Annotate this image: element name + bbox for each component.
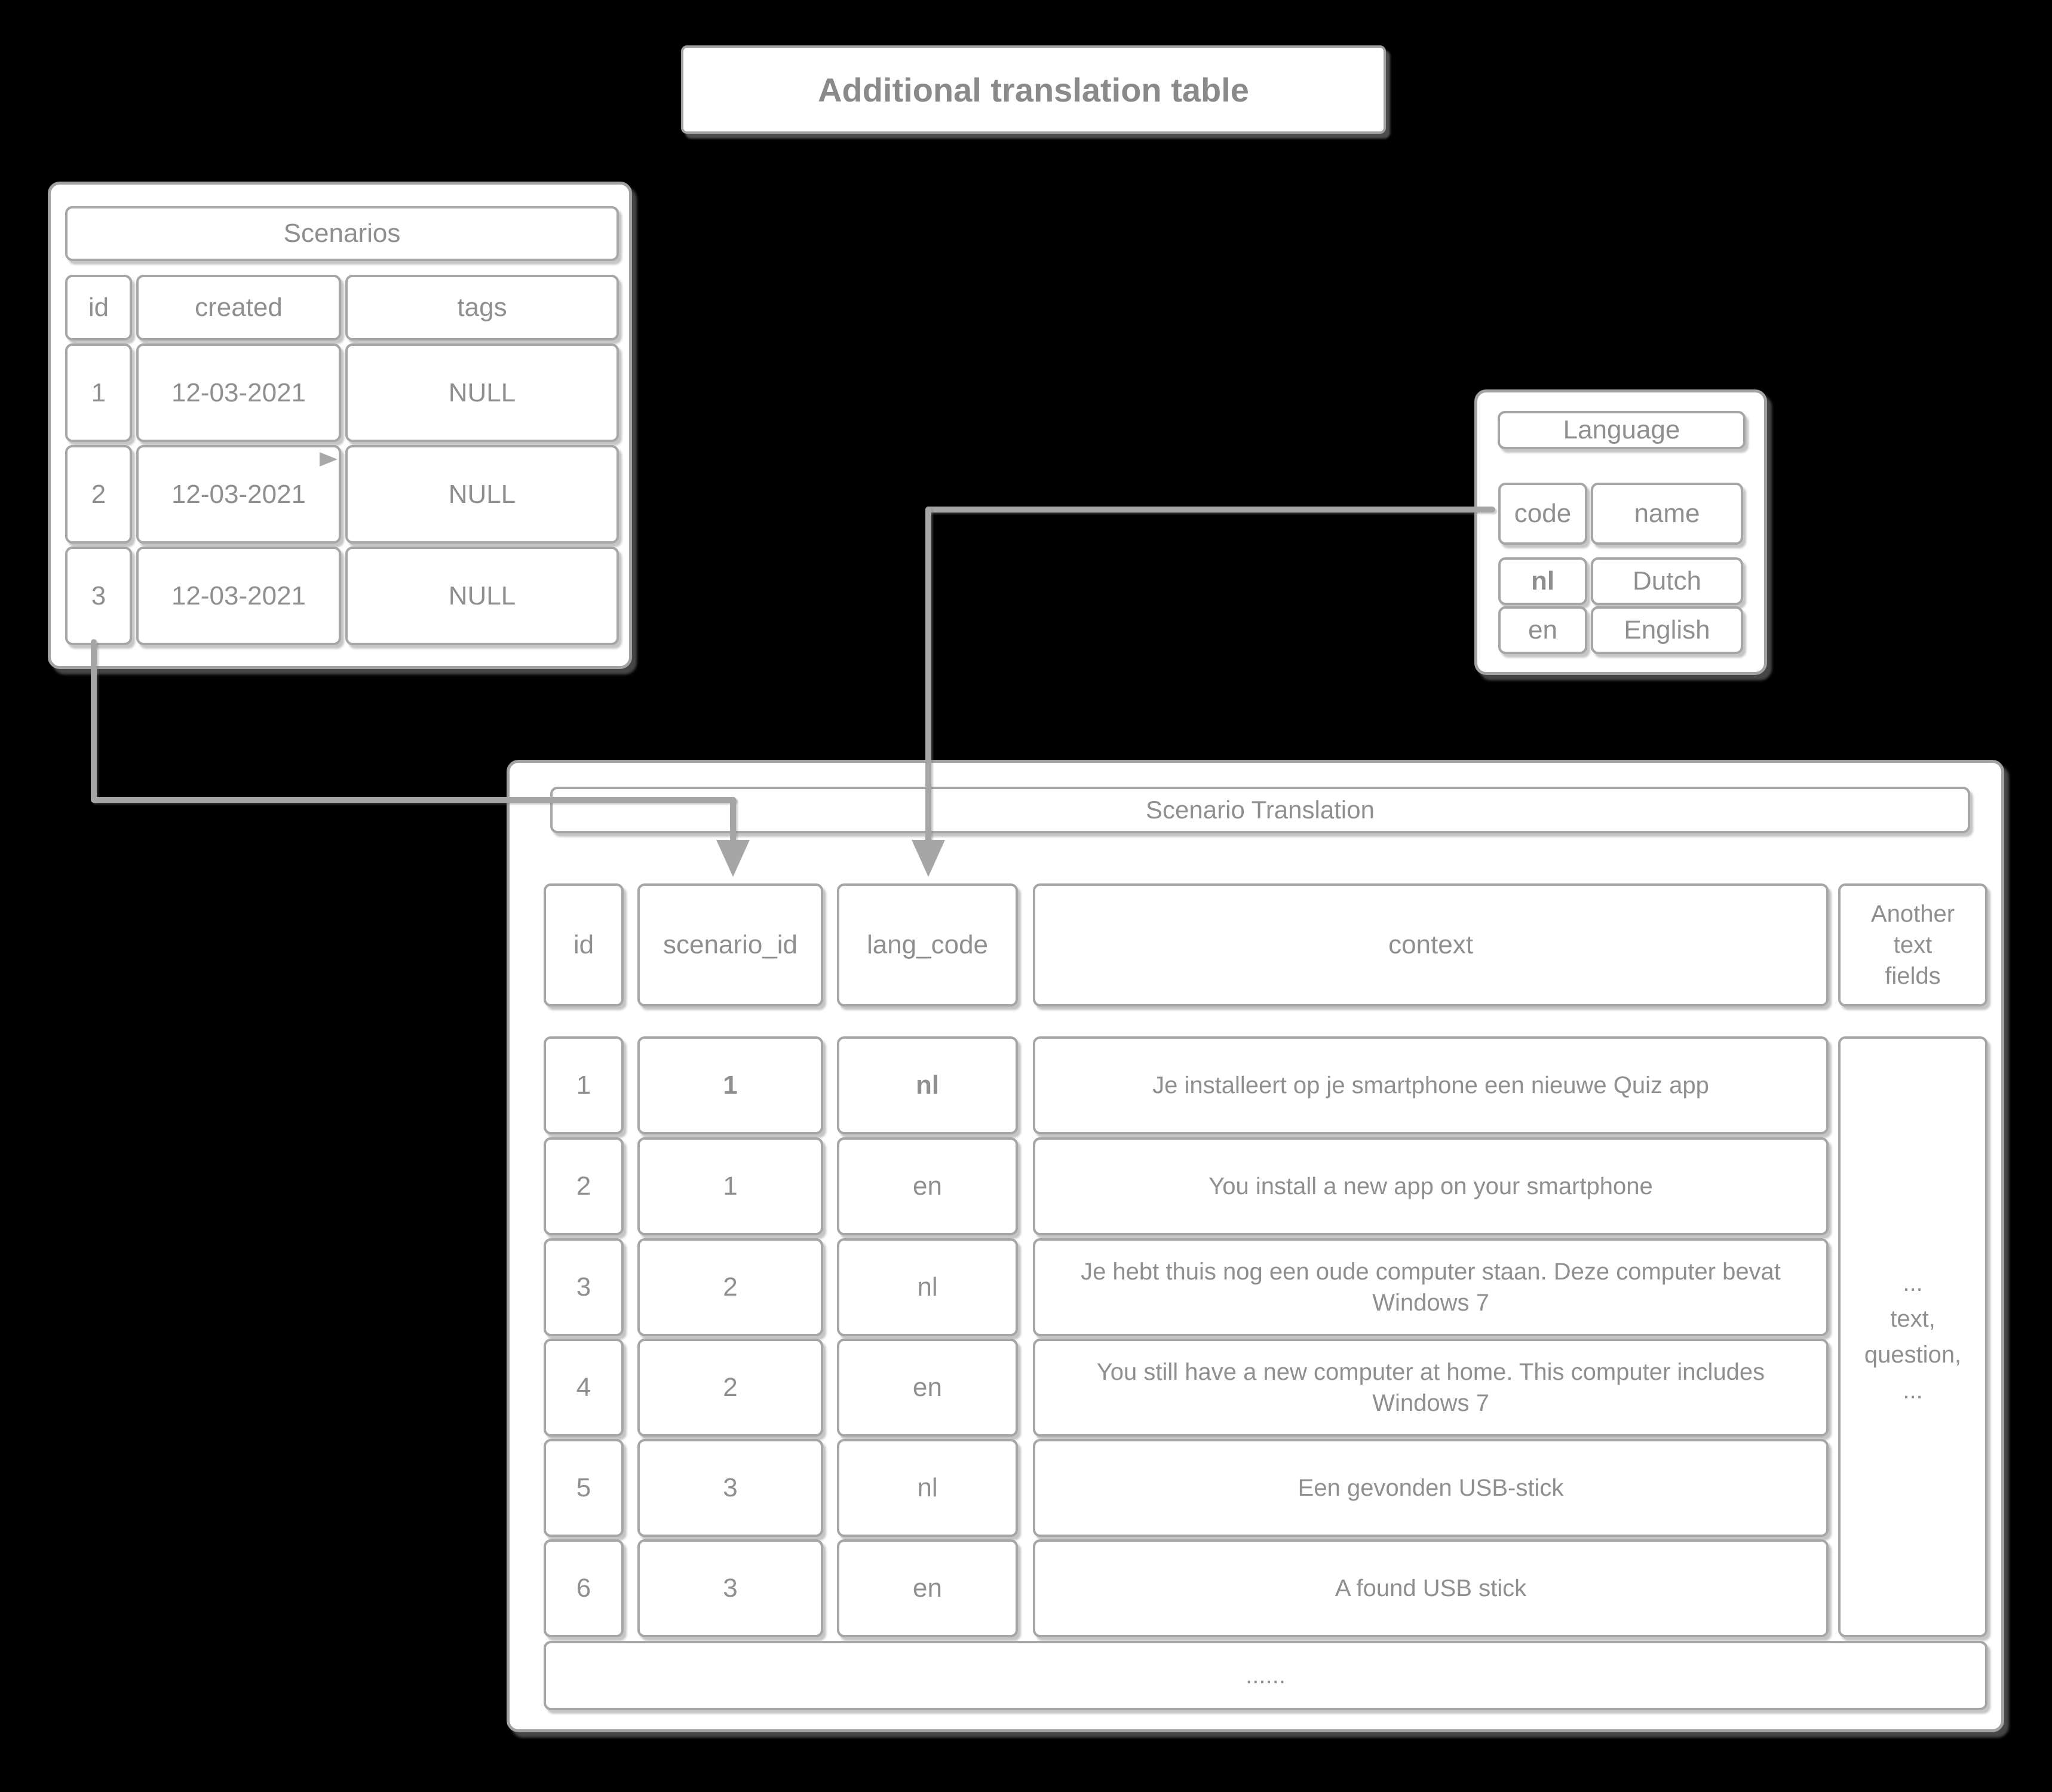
diagram-title-banner: Additional translation table (681, 45, 1386, 134)
cursor-triangle-icon (320, 452, 338, 467)
connector-scenarios-to-scenario-id-segment-horizontal (91, 797, 736, 803)
translation-cell-scenario-id-3: 2 (637, 1238, 823, 1336)
translation-cell-context-1: Je installeert op je smartphone een nieu… (1033, 1036, 1829, 1134)
scenarios-cell-tags-1: NULL (345, 343, 619, 442)
translation-cell-lang-code-2: en (837, 1137, 1018, 1235)
translation-cell-id-3: 3 (544, 1238, 624, 1336)
arrowhead-into-scenario-id-icon (716, 840, 750, 877)
scenarios-cell-id-2: 2 (65, 445, 132, 544)
translation-cell-id-6: 6 (544, 1539, 624, 1637)
translation-cell-lang-code-4: en (837, 1339, 1018, 1437)
translation-cell-id-5: 5 (544, 1439, 624, 1537)
translation-cell-context-3: Je hebt thuis nog een oude computer staa… (1033, 1238, 1829, 1336)
scenarios-cell-tags-2: NULL (345, 445, 619, 544)
translation-cell-context-6: A found USB stick (1033, 1539, 1829, 1637)
scenario-translation-table: Scenario Translation id scenario_id lang… (507, 760, 2004, 1732)
connector-scenarios-to-scenario-id-segment-vertical-2 (730, 797, 736, 845)
connector-scenarios-to-scenario-id-segment-vertical-1 (91, 639, 97, 802)
connector-language-to-lang-code-segment-horizontal (925, 507, 1495, 513)
arrowhead-into-lang-code-icon (912, 840, 945, 877)
language-table: Language code name nl Dutch en English (1474, 389, 1767, 675)
scenarios-cell-created-3: 12-03-2021 (136, 547, 341, 645)
translation-cell-context-4: You still have a new computer at home. T… (1033, 1339, 1829, 1437)
scenarios-cell-created-1: 12-03-2021 (136, 343, 341, 442)
scenarios-cell-id-3: 3 (65, 547, 132, 645)
language-col-header-code: code (1498, 483, 1587, 545)
translation-ellipsis-row: ...... (544, 1641, 1987, 1710)
translation-col-header-scenario-id: scenario_id (637, 883, 823, 1007)
scenarios-table-title: Scenarios (65, 206, 619, 261)
scenarios-col-header-id: id (65, 275, 132, 340)
scenarios-cell-created-2: 12-03-2021 (136, 445, 341, 544)
translation-cell-scenario-id-2: 1 (637, 1137, 823, 1235)
scenarios-col-header-tags: tags (345, 275, 619, 340)
translation-cell-context-5: Een gevonden USB-stick (1033, 1439, 1829, 1537)
translation-col-header-context: context (1033, 883, 1829, 1007)
scenario-translation-title: Scenario Translation (550, 787, 1970, 833)
scenarios-cell-id-1: 1 (65, 343, 132, 442)
translation-cell-scenario-id-1: 1 (637, 1036, 823, 1134)
translation-cell-scenario-id-4: 2 (637, 1339, 823, 1437)
translation-cell-lang-code-5: nl (837, 1439, 1018, 1537)
language-cell-name-dutch: Dutch (1591, 557, 1743, 605)
translation-cell-lang-code-6: en (837, 1539, 1018, 1637)
language-cell-name-english: English (1591, 606, 1743, 654)
translation-cell-lang-code-1: nl (837, 1036, 1018, 1134)
translation-cell-another-text-fields: ... text, question, ... (1838, 1036, 1987, 1637)
language-cell-code-en: en (1498, 606, 1587, 654)
language-cell-code-nl: nl (1498, 557, 1587, 605)
translation-cell-scenario-id-5: 3 (637, 1439, 823, 1537)
translation-cell-id-1: 1 (544, 1036, 624, 1134)
scenarios-table: Scenarios id created tags 1 12-03-2021 N… (48, 182, 632, 669)
translation-cell-id-2: 2 (544, 1137, 624, 1235)
scenarios-col-header-created: created (136, 275, 341, 340)
translation-col-header-another-text-fields: Another text fields (1838, 883, 1987, 1007)
language-table-title: Language (1498, 411, 1746, 449)
translation-col-header-lang-code: lang_code (837, 883, 1018, 1007)
scenarios-cell-tags-3: NULL (345, 547, 619, 645)
translation-cell-lang-code-3: nl (837, 1238, 1018, 1336)
translation-cell-id-4: 4 (544, 1339, 624, 1437)
translation-col-header-id: id (544, 883, 624, 1007)
connector-language-to-lang-code-segment-vertical (925, 507, 931, 845)
translation-cell-scenario-id-6: 3 (637, 1539, 823, 1637)
language-col-header-name: name (1591, 483, 1743, 545)
diagram-title: Additional translation table (818, 70, 1249, 109)
translation-cell-context-2: You install a new app on your smartphone (1033, 1137, 1829, 1235)
